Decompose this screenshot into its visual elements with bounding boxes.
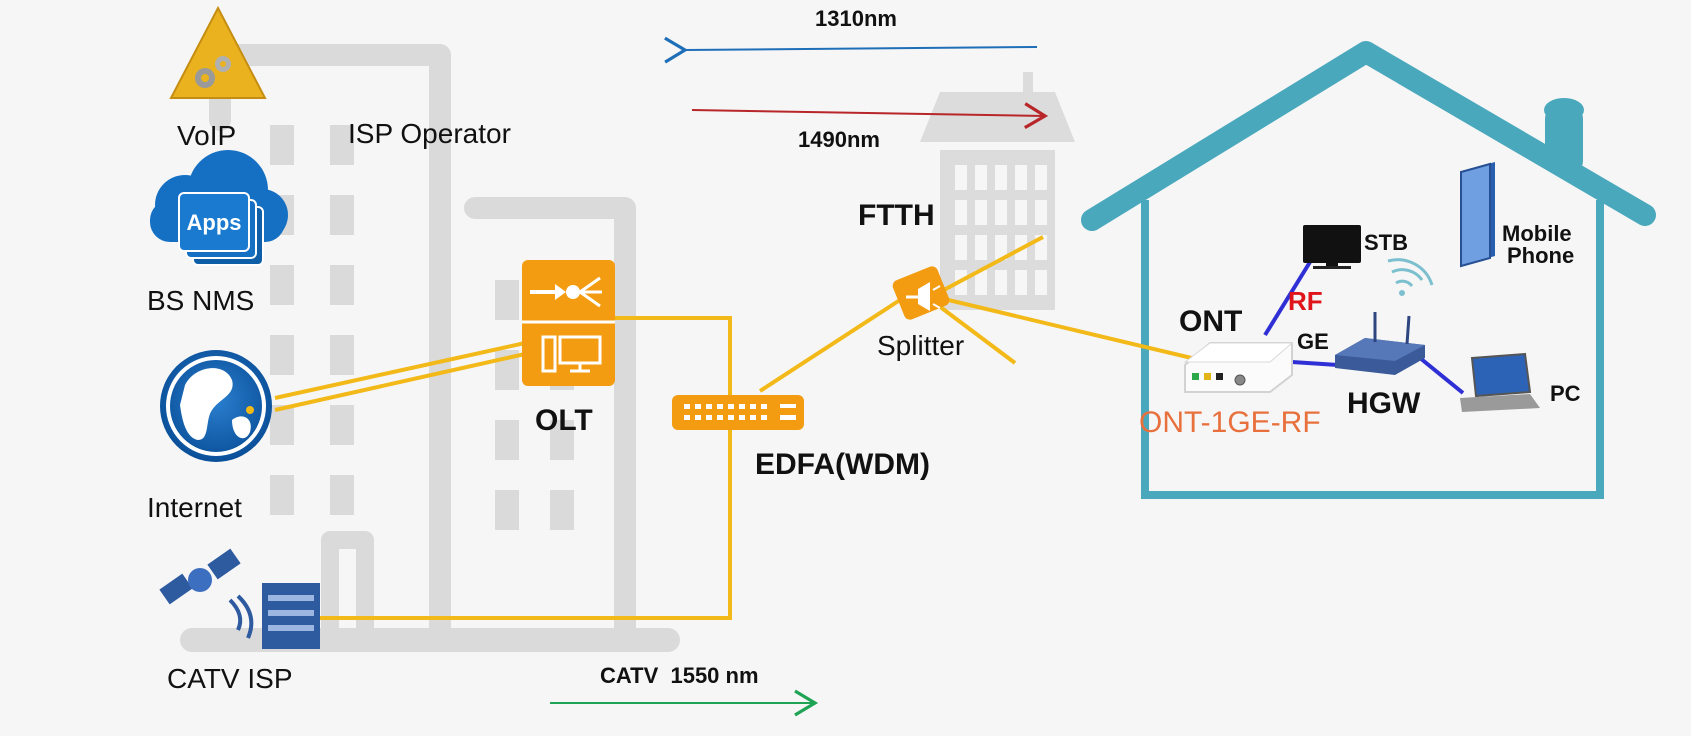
hgw-router-icon <box>1335 312 1425 375</box>
apps-cloud-icon: Apps <box>150 150 288 266</box>
internet-label: Internet <box>147 492 242 523</box>
stb-label: STB <box>1364 230 1408 255</box>
edfa-label: EDFA(WDM) <box>755 448 930 481</box>
laptop-pc-icon <box>1460 352 1540 412</box>
ont-model-label: ONT-1GE-RF <box>1139 406 1321 439</box>
internet-globe-icon <box>160 350 272 462</box>
pc-label: PC <box>1550 381 1581 406</box>
mobile-phone-label-line2: Phone <box>1507 243 1574 268</box>
voip-gears-icon <box>169 5 267 99</box>
olt-label: OLT <box>535 404 593 437</box>
wavelength-1310-label: 1310nm <box>815 6 897 31</box>
arrow-1490nm <box>691 102 1049 130</box>
device-links <box>1263 260 1465 395</box>
wifi-signal-icon <box>1387 258 1434 296</box>
catv-isp-label: CATV ISP <box>167 663 293 694</box>
mobile-phone-icon <box>1460 162 1495 268</box>
ftth-building-background <box>920 72 1075 310</box>
bs-nms-label: BS NMS <box>147 285 254 316</box>
fiber-cables <box>274 235 1201 620</box>
olt-device-icon <box>522 260 615 386</box>
stb-tv-icon <box>1303 225 1361 269</box>
ge-label: GE <box>1297 329 1329 354</box>
rf-label: RF <box>1288 286 1323 316</box>
apps-icon-text: Apps <box>187 210 242 235</box>
voip-label: VoIP <box>177 120 236 151</box>
splitter-icon <box>892 266 950 320</box>
edfa-device-icon <box>672 395 804 430</box>
ont-label: ONT <box>1179 305 1242 338</box>
mobile-phone-label-line1: Mobile <box>1502 221 1572 246</box>
hgw-label: HGW <box>1347 387 1421 420</box>
catv-headend-icon <box>262 583 320 649</box>
wavelength-arrows <box>550 36 1049 717</box>
arrow-1310nm <box>664 36 1038 64</box>
ont-device-icon <box>1183 342 1294 393</box>
splitter-label: Splitter <box>877 330 964 361</box>
wavelength-1490-label: 1490nm <box>798 127 880 152</box>
ftth-label: FTTH <box>858 199 935 232</box>
wavelength-catv-label: CATV 1550 nm <box>600 663 759 688</box>
isp-operator-label: ISP Operator <box>348 118 511 149</box>
satellite-icon <box>159 548 254 639</box>
